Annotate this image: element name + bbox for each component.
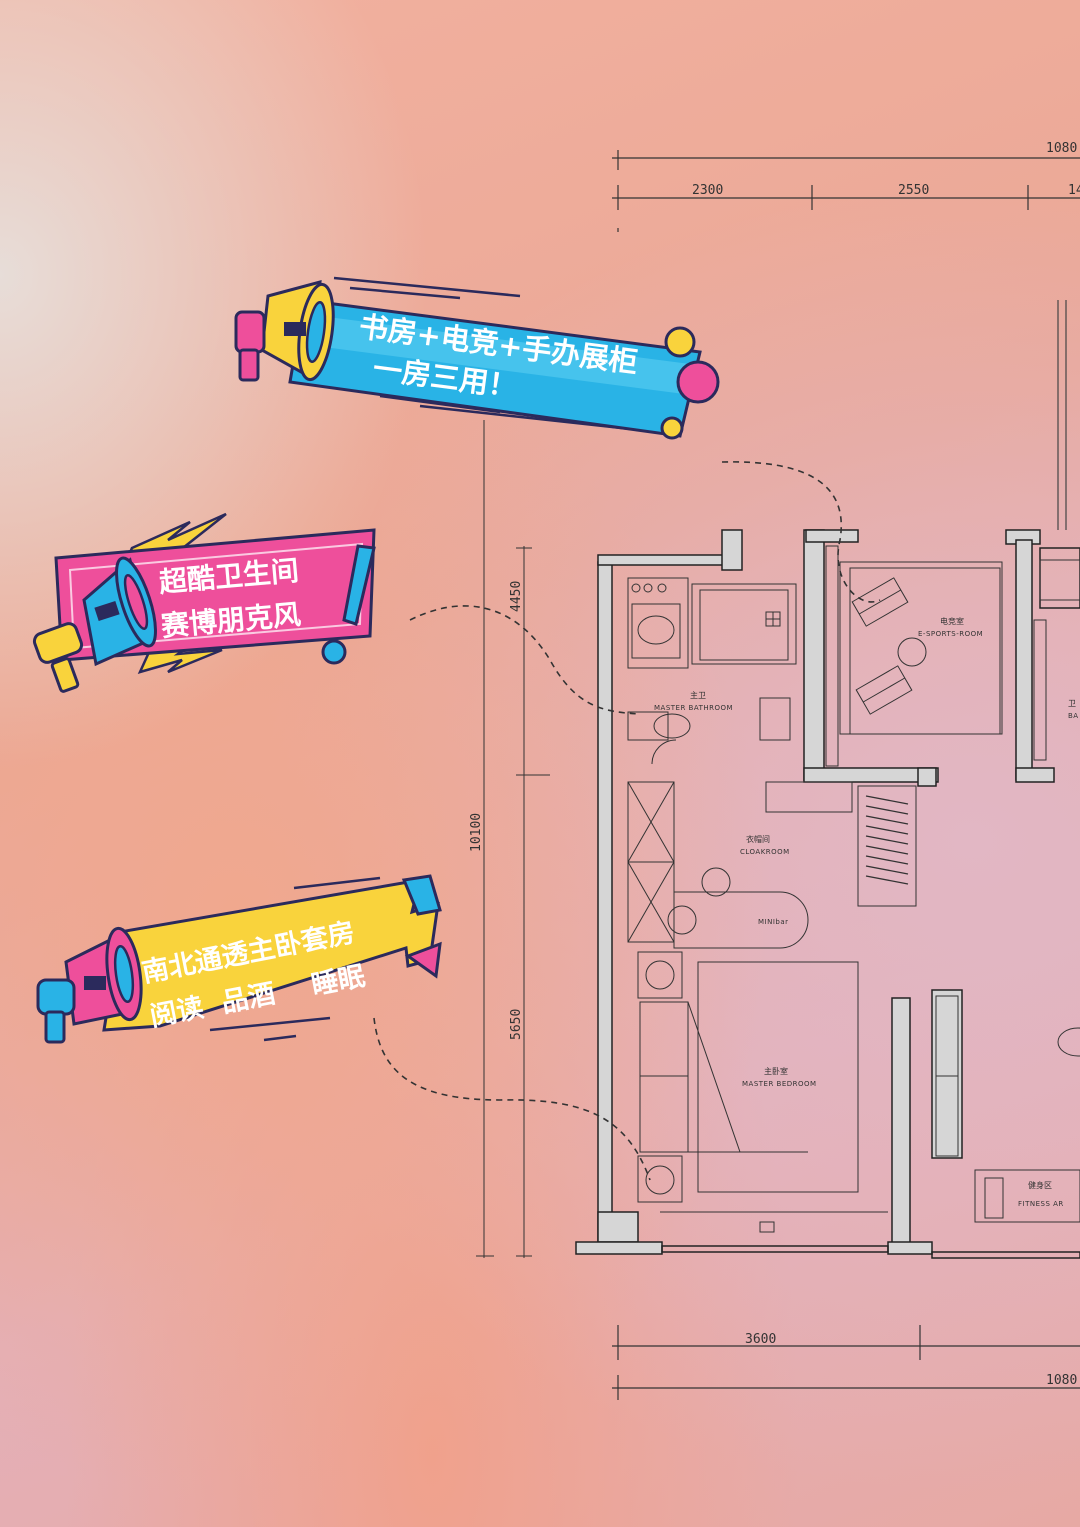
fixtures — [627, 545, 1080, 1233]
dim-top-b: 2550 — [898, 183, 929, 198]
bottom-dimension-lines — [612, 1325, 1080, 1400]
study-banner: 书房+电竞+手办展柜 一房三用！ — [234, 276, 720, 440]
right-room-en: BA — [1068, 712, 1079, 720]
cloak-room-en: CLOAKROOM — [740, 848, 790, 856]
decor-circle-pink — [676, 360, 720, 404]
bedroom-cn: 主卧室 — [764, 1066, 788, 1076]
megaphone-icon — [234, 279, 335, 382]
dim-left-a: 4450 — [509, 581, 524, 612]
bedroom-banner: 南北通透主卧套房 阅读 品酒 睡眠 — [36, 874, 442, 1044]
dim-left-b: 5650 — [509, 1009, 524, 1040]
megaphone-icon — [32, 556, 157, 693]
bathroom-banner: 超酷卫生间 赛博朋克风 — [32, 512, 376, 693]
fitness-cn: 健身区 — [1028, 1180, 1052, 1190]
bath-room-cn: 主卫 — [690, 690, 706, 700]
facade-lines — [1057, 300, 1067, 530]
fitness-en: FITNESS AR — [1018, 1200, 1064, 1208]
dim-bottom-total: 1080 — [1046, 1373, 1077, 1388]
esports-room-en: E-SPORTS-ROOM — [918, 630, 983, 638]
bath-room-en: MASTER BATHROOM — [654, 704, 733, 712]
dim-top-total: 1080 — [1046, 141, 1077, 156]
decor-circle-yellow — [664, 326, 696, 358]
minibar-label: MINIbar — [758, 918, 789, 926]
cloak-room-cn: 衣帽间 — [746, 834, 770, 844]
pointer-lines — [373, 461, 881, 1181]
dim-top-c: 14 — [1068, 183, 1080, 198]
left-dimension-lines — [476, 420, 550, 1258]
dim-left-total: 10100 — [469, 813, 484, 852]
dim-bottom-a: 3600 — [745, 1332, 776, 1347]
decor-circle-yellow-small — [660, 416, 684, 440]
megaphone-icon — [36, 926, 143, 1044]
bedroom-en: MASTER BEDROOM — [742, 1080, 817, 1088]
top-dimension-lines — [612, 150, 1080, 232]
esports-room-cn: 电竞室 — [940, 616, 964, 626]
dim-top-a: 2300 — [692, 183, 723, 198]
walls — [575, 529, 1080, 1259]
right-room-cn: 卫 — [1068, 699, 1076, 708]
